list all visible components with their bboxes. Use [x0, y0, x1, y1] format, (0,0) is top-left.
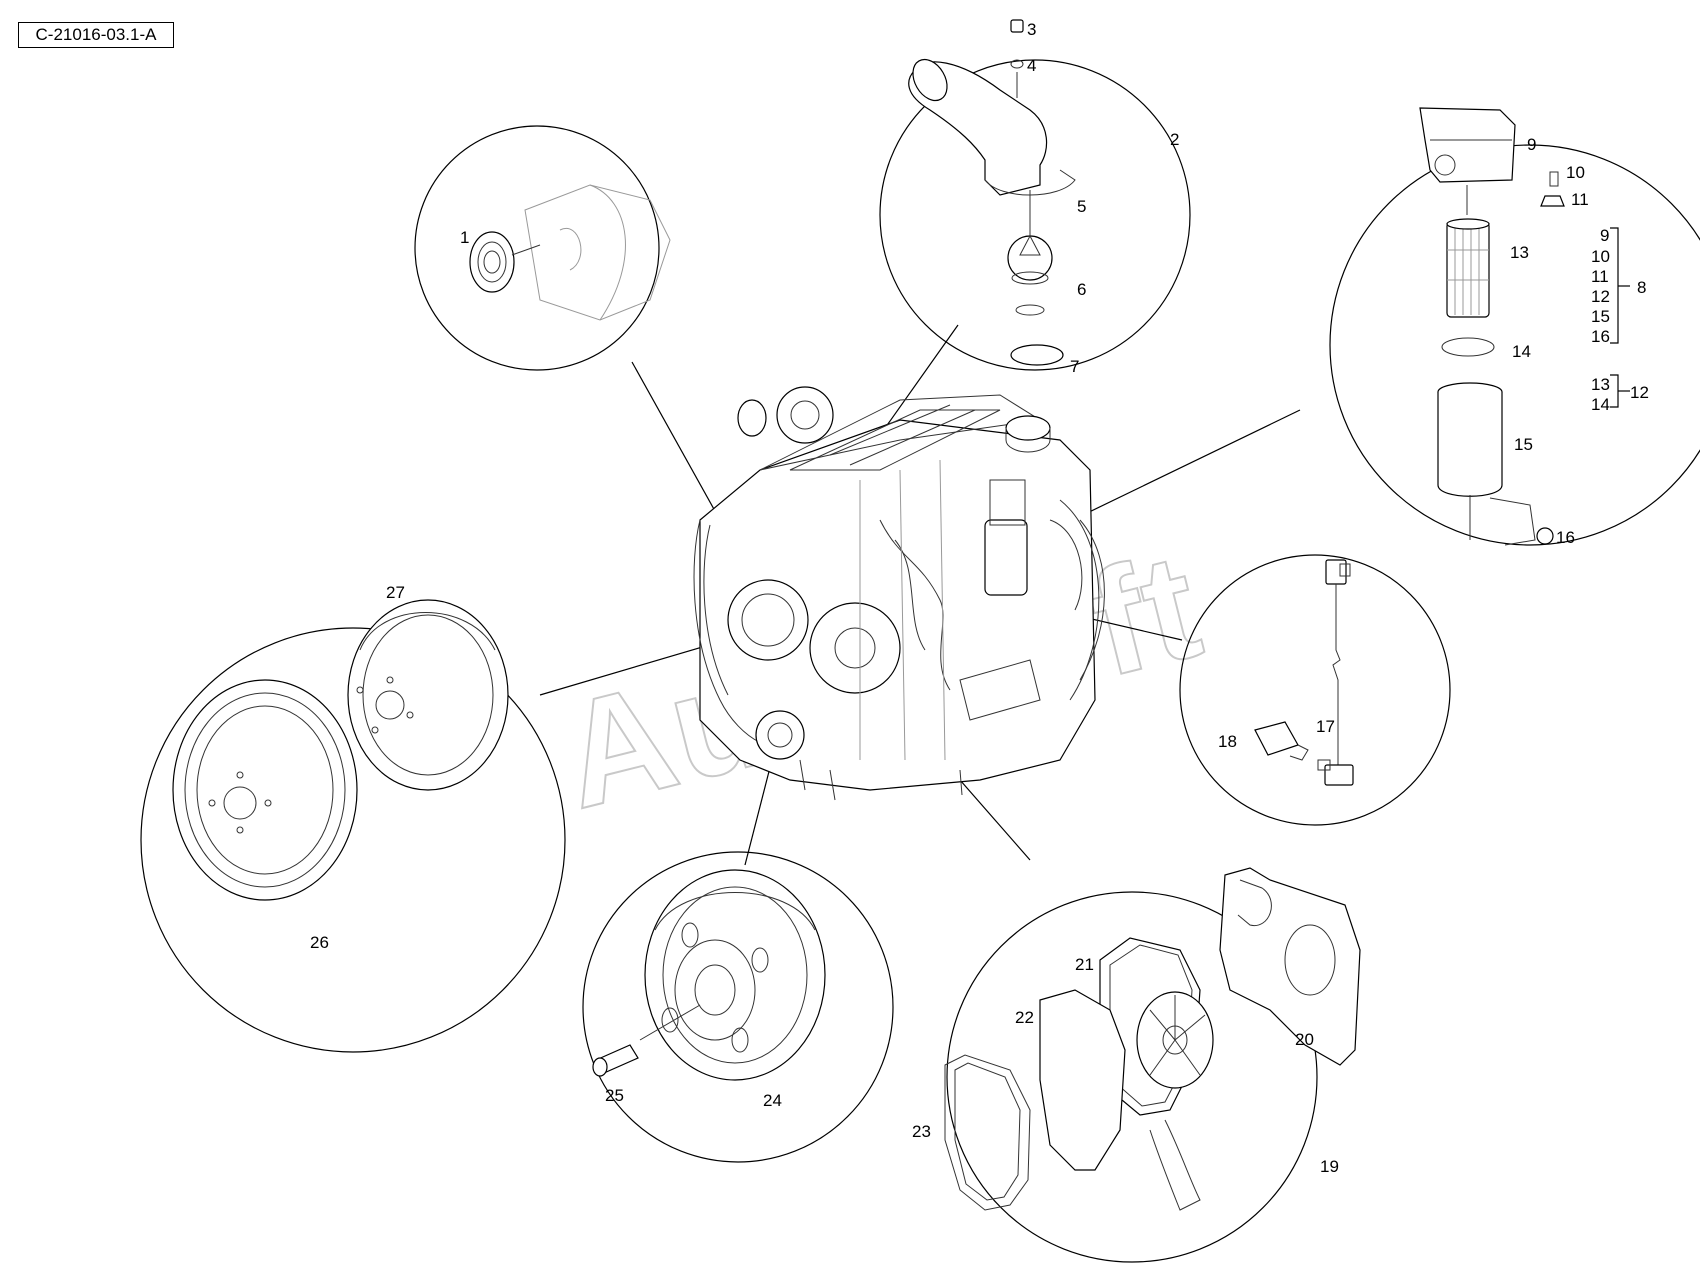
- callout-24: 24: [763, 1091, 782, 1110]
- detail-circle-thermostat: [879, 59, 1191, 371]
- damper-drawing: [592, 869, 826, 1081]
- pulleys-drawing: [172, 599, 509, 901]
- callout-26: 26: [310, 933, 329, 952]
- callout-21: 21: [1075, 955, 1094, 974]
- callout-8: 8: [1637, 278, 1646, 297]
- kit-12-item-13: 13: [1591, 375, 1610, 394]
- callout-14: 14: [1512, 342, 1531, 361]
- kit-8-item-9: 9: [1600, 226, 1609, 245]
- reference-code: C-21016-03.1-A: [18, 22, 174, 48]
- callout-13: 13: [1510, 243, 1529, 262]
- callout-23: 23: [912, 1122, 931, 1141]
- kit-8-item-10: 10: [1591, 247, 1610, 266]
- filter-drawing: [1419, 107, 1630, 546]
- callout-10: 10: [1566, 163, 1585, 182]
- callout-15: 15: [1514, 435, 1533, 454]
- detail-circle-water-pump: [946, 891, 1318, 1263]
- alternator-drawing: [469, 184, 671, 321]
- detail-circles: [140, 59, 1700, 1263]
- kit-12-item-14: 14: [1591, 395, 1610, 414]
- callout-2: 2: [1170, 130, 1179, 149]
- callout-9: 9: [1527, 135, 1536, 154]
- thermostat-drawing: [908, 19, 1076, 366]
- callout-12: 12: [1630, 383, 1649, 402]
- callout-4: 4: [1027, 56, 1036, 75]
- engine-assembly: [693, 386, 1105, 801]
- callout-18: 18: [1218, 732, 1237, 751]
- callout-1: 1: [460, 228, 469, 247]
- callout-20: 20: [1295, 1030, 1314, 1049]
- callout-6: 6: [1077, 280, 1086, 299]
- callout-25: 25: [605, 1086, 624, 1105]
- callout-27: 27: [386, 583, 405, 602]
- kit-8-item-16: 16: [1591, 327, 1610, 346]
- detail-circle-damper: [582, 851, 894, 1163]
- callout-3: 3: [1027, 20, 1036, 39]
- callout-7: 7: [1070, 357, 1079, 376]
- kit-8-item-15: 15: [1591, 307, 1610, 326]
- kit-8-item-11: 11: [1591, 267, 1609, 286]
- callout-16: 16: [1556, 528, 1575, 547]
- detail-circle-alternator: [414, 125, 660, 371]
- callout-labels: 1 2 3 4 5 6 7 8 9 10 11 12 13 14 15 16 9…: [310, 20, 1649, 1176]
- callout-5: 5: [1077, 197, 1086, 216]
- callout-17: 17: [1316, 717, 1335, 736]
- water-pump-drawing: [944, 867, 1361, 1211]
- detail-circle-pulleys: [140, 627, 566, 1053]
- kit-8-item-12: 12: [1591, 287, 1610, 306]
- callout-19: 19: [1320, 1157, 1339, 1176]
- detail-circle-filter: [1329, 144, 1700, 546]
- callout-22: 22: [1015, 1008, 1034, 1027]
- callout-11: 11: [1571, 190, 1589, 209]
- sensor-drawing: [1254, 559, 1354, 786]
- detail-circle-sensor: [1179, 554, 1451, 826]
